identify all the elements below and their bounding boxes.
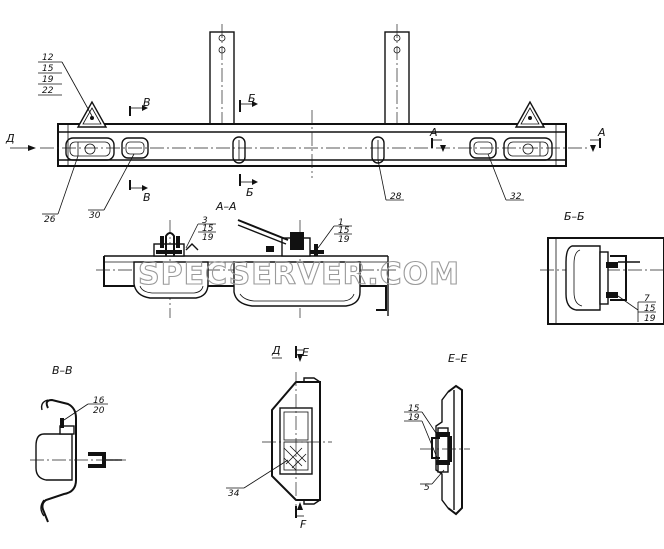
callout-12-stack: 12 15 19 22 (38, 53, 93, 117)
callout-1-stack: 1 15 19 (317, 218, 352, 249)
right-bracket (384, 24, 410, 125)
callout-15-c: 15 (338, 226, 350, 236)
svg-text:32: 32 (510, 192, 522, 202)
section-b-b: Б–Б 7 15 19 (540, 210, 664, 325)
svg-text:28: 28 (390, 192, 402, 202)
callout-19-e: 19 (408, 413, 420, 423)
callout-15-a: 15 (42, 64, 54, 74)
callout-15-b: 15 (202, 224, 214, 234)
callout-28: 28 (377, 159, 404, 202)
callout-19-a: 19 (42, 75, 54, 85)
callout-7: 7 (644, 294, 650, 304)
callout-3: 3 (202, 216, 208, 226)
view-d-arrow-e: Е (295, 346, 309, 362)
callout-34: 34 (226, 459, 289, 499)
callout-12: 12 (42, 53, 54, 63)
callout-19-d: 19 (644, 314, 656, 324)
cut-mark-a: А А (429, 126, 606, 152)
svg-text:30: 30 (89, 211, 101, 221)
cut-label-a-left: А (429, 126, 438, 139)
main-view: В В Б Б А А Д (5, 24, 606, 225)
cut-label-f-bottom: F (300, 518, 307, 531)
callout-15-e: 15 (408, 404, 420, 414)
callout-16: 16 (93, 396, 105, 406)
callout-26: 26 (42, 155, 79, 225)
svg-text:5: 5 (424, 483, 430, 493)
callout-32: 32 (487, 153, 524, 202)
callout-1: 1 (338, 218, 344, 228)
aa-right-lamp (233, 219, 361, 307)
callout-3-stack: 3 15 19 (185, 216, 216, 249)
cut-label-v-bottom: В (143, 191, 151, 204)
cut-label-b-top: Б (248, 92, 256, 105)
section-v-v: В–В 16 20 (30, 364, 126, 523)
callout-22: 22 (42, 86, 54, 96)
center-right-oval-lamp (371, 136, 385, 164)
section-title-b-b: Б–Б (564, 210, 585, 223)
svg-text:26: 26 (44, 215, 56, 225)
callout-15-d: 15 (644, 304, 656, 314)
left-side-lamp (121, 137, 149, 159)
right-side-lamp (469, 137, 497, 159)
watermark: SPECSERVER.COM (138, 257, 460, 292)
view-label-d-main: Д (5, 132, 15, 145)
callout-7-stack: 7 15 19 (617, 294, 656, 324)
aa-left-lamp (133, 232, 209, 299)
section-title-e-e: Е–Е (448, 352, 467, 365)
cut-mark-b: Б Б (239, 92, 258, 199)
right-triangle-reflector (514, 100, 546, 128)
callout-30: 30 (88, 153, 135, 221)
section-title-v-v: В–В (52, 364, 73, 377)
section-e-e: Е–Е 15 19 5 (404, 352, 470, 516)
left-triangle-reflector (76, 100, 108, 128)
right-lamp-unit (503, 137, 553, 161)
svg-text:34: 34 (228, 489, 240, 499)
section-a-a: А–А (96, 200, 396, 318)
cut-mark-v: В В (129, 96, 151, 204)
bumper-beam (40, 110, 590, 178)
view-d-arrow-f: F (295, 502, 307, 531)
callout-15-19-stack-ee: 15 19 (404, 404, 439, 461)
callout-19-c: 19 (338, 235, 350, 245)
section-title-a-a: А–А (215, 200, 237, 213)
view-d: Д Е F 34 (226, 344, 332, 531)
view-arrow-d: Д (5, 132, 36, 151)
cut-label-a-right: А (597, 126, 606, 139)
cut-label-e-top: Е (302, 346, 309, 359)
callout-16-stack: 16 20 (63, 396, 108, 421)
cut-label-v-top: В (143, 96, 151, 109)
callout-5: 5 (420, 469, 445, 493)
left-bracket (209, 24, 235, 125)
callout-19-b: 19 (202, 233, 214, 243)
cut-label-b-bottom: Б (246, 186, 254, 199)
center-left-oval-lamp (232, 136, 246, 164)
left-lamp-unit (65, 137, 115, 161)
callout-20: 20 (93, 406, 105, 416)
view-title-d: Д (271, 344, 281, 357)
